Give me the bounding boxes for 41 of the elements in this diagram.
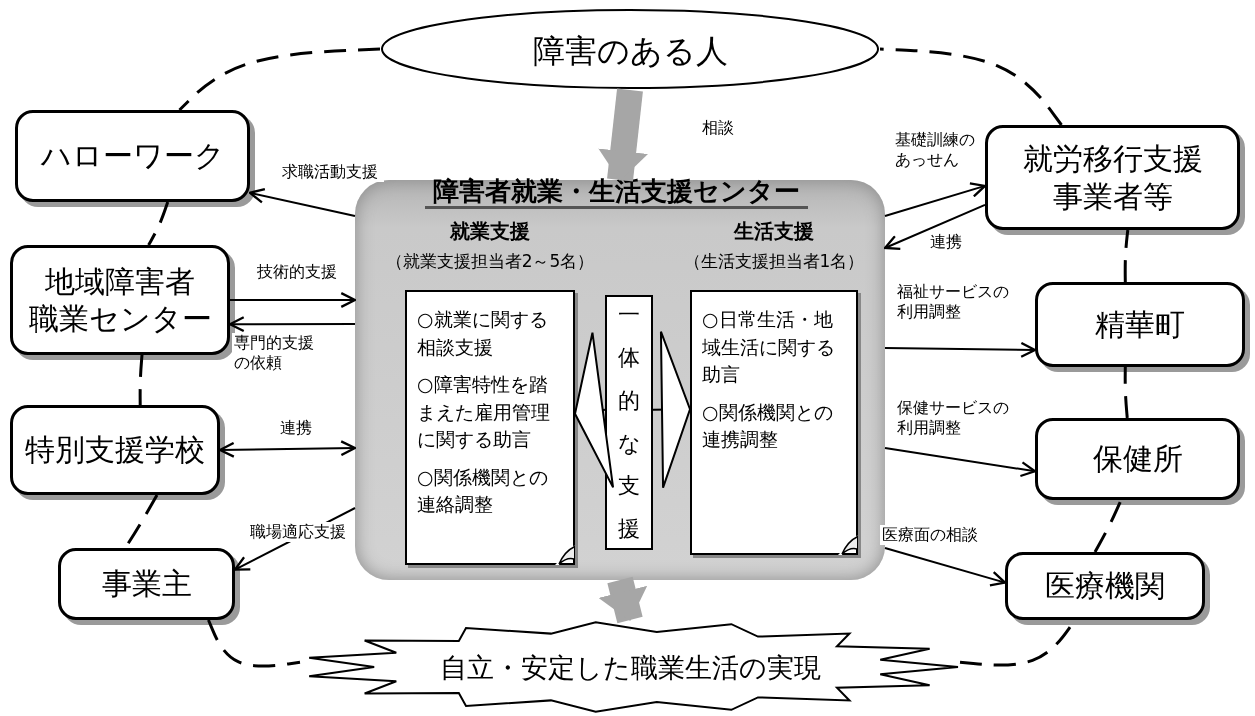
bullet-text: ○就業に関する相談支援 bbox=[417, 307, 549, 360]
block-arrow bbox=[598, 576, 648, 624]
ellipse-node bbox=[380, 8, 880, 90]
arrow bbox=[884, 341, 1037, 358]
connector-line bbox=[879, 47, 1063, 126]
node-label: 職業センター bbox=[28, 300, 212, 338]
arrow bbox=[883, 203, 986, 250]
bullet-text: ○日常生活・地域生活に関する助言 bbox=[702, 307, 836, 388]
staff-note: （生活支援担当者1名） bbox=[682, 250, 866, 273]
double-block-arrow bbox=[652, 330, 691, 489]
bullet-text: ○関係機関との連携調整 bbox=[702, 399, 834, 453]
connector-line bbox=[138, 354, 144, 405]
arrow bbox=[884, 182, 987, 217]
connector-line bbox=[207, 619, 301, 668]
arrow bbox=[884, 447, 1037, 478]
panel-title: 障害者就業・生活支援センター bbox=[425, 176, 808, 209]
bullet-text: ○障害特性を踏まえた雇用管理に関する助言 bbox=[417, 372, 551, 453]
vertical-box bbox=[605, 295, 653, 550]
arrow bbox=[229, 292, 357, 308]
block-arrow bbox=[598, 88, 649, 182]
bullet-text: ○関係機関との連絡調整 bbox=[417, 464, 549, 518]
connector-line bbox=[1123, 367, 1129, 419]
staff-note: （就業支援担当者2～5名） bbox=[384, 250, 596, 273]
arrow bbox=[228, 316, 356, 333]
arrow bbox=[248, 187, 356, 217]
node-label: 地域障害者 bbox=[45, 262, 195, 300]
arrow bbox=[884, 547, 1007, 587]
node-label: 就労移行支援 bbox=[1022, 140, 1203, 178]
edge-label: 求職活動支援 bbox=[280, 162, 384, 182]
node-label: 自立・安定した職業生活の実現 bbox=[439, 652, 821, 683]
node-label: 障害のある人 bbox=[532, 32, 728, 70]
connector-line bbox=[1093, 499, 1123, 553]
double-block-arrow bbox=[574, 331, 615, 489]
vertical-text: 一体的な支援 bbox=[618, 300, 640, 544]
connector-line bbox=[178, 47, 381, 112]
section-heading: 生活支援 bbox=[732, 218, 815, 244]
connector-line bbox=[147, 201, 170, 246]
connector-line bbox=[1123, 229, 1130, 282]
node-label: 事業者等 bbox=[1052, 177, 1173, 215]
section-heading: 就業支援 bbox=[449, 218, 531, 244]
arrow bbox=[218, 440, 357, 458]
